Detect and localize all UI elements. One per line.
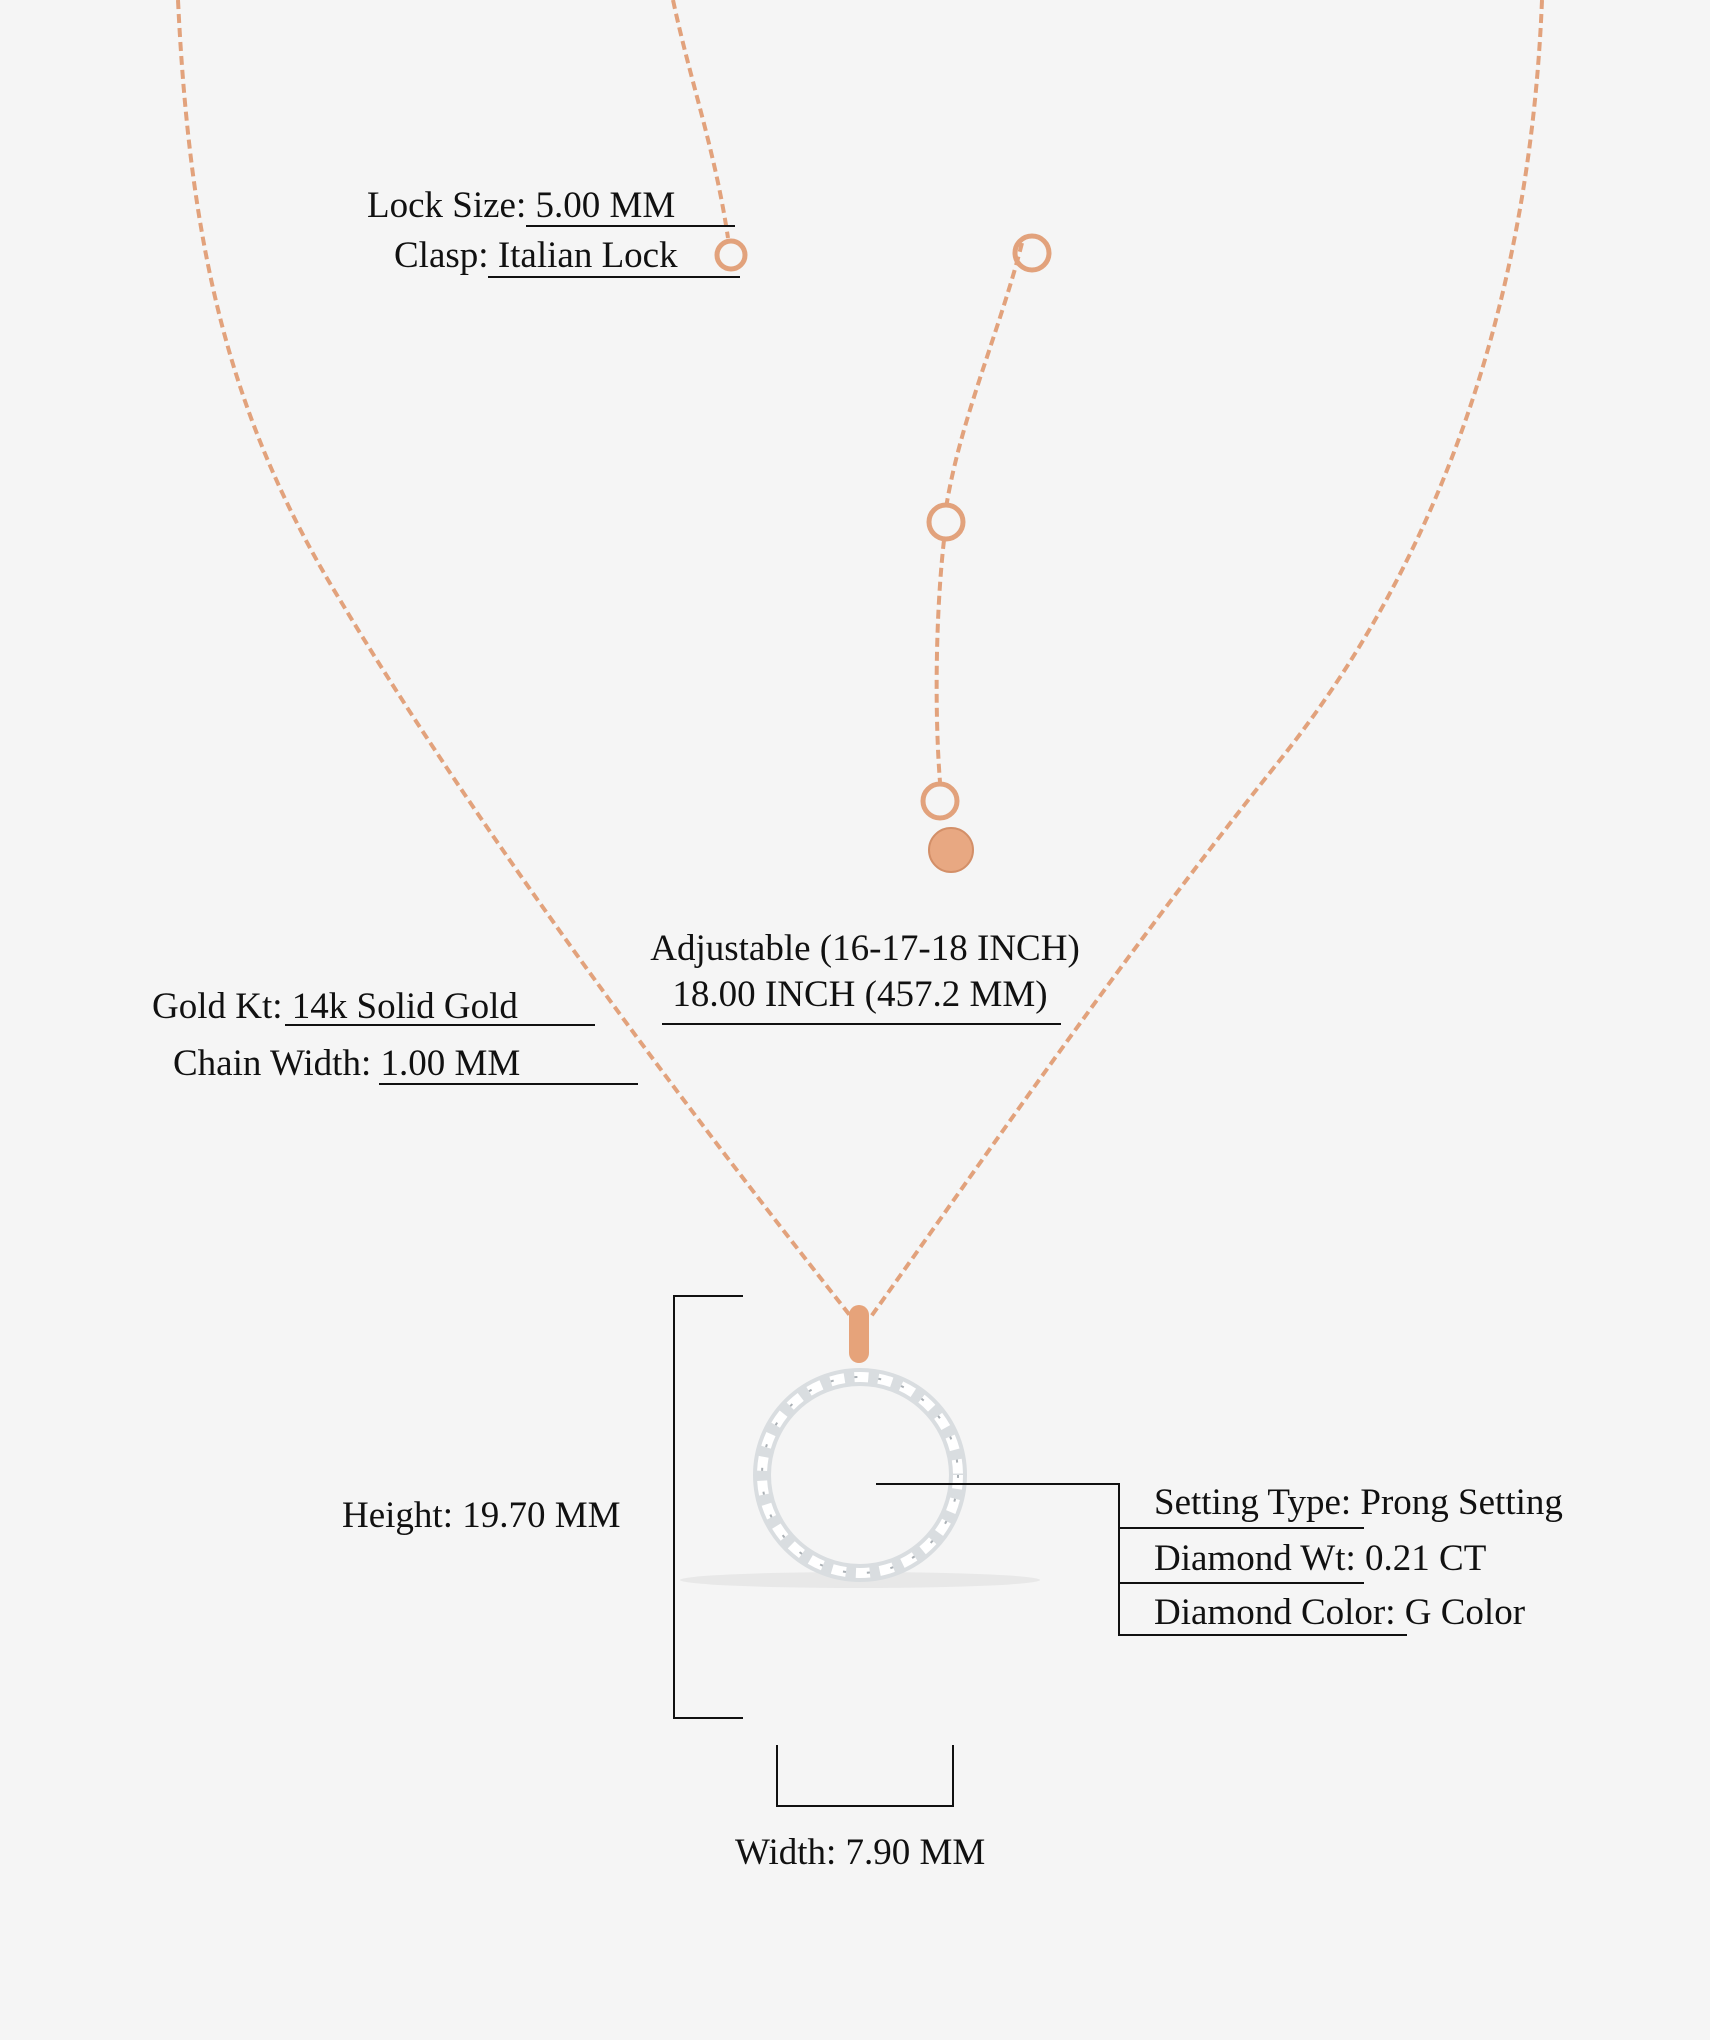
gold-kt-label: Gold Kt: bbox=[152, 986, 283, 1027]
width-spec: Width: 7.90 MM bbox=[735, 1834, 985, 1871]
height-label: Height: bbox=[342, 1495, 453, 1536]
adjustable-length: Adjustable (16-17-18 INCH) bbox=[650, 928, 1080, 969]
chain-width-value: 1.00 MM bbox=[380, 1043, 521, 1084]
width-label: Width: bbox=[735, 1832, 837, 1873]
extension-ring-mid bbox=[926, 502, 966, 542]
chain-width-spec: Chain Width: 1.00 MM bbox=[173, 1045, 520, 1082]
pendant bbox=[680, 1305, 1040, 1588]
chain-width-label: Chain Width: bbox=[173, 1043, 372, 1084]
extension-ball bbox=[928, 827, 974, 873]
clasp-spec: Clasp: Italian Lock bbox=[394, 237, 678, 274]
lock-size-label: Lock Size: bbox=[367, 185, 527, 226]
length-value: 18.00 INCH (457.2 MM) bbox=[672, 974, 1048, 1015]
lock-size-value: 5.00 MM bbox=[535, 185, 676, 226]
chain-clasp-side bbox=[671, 0, 730, 239]
height-value: 19.70 MM bbox=[462, 1495, 621, 1536]
clasp-label: Clasp: bbox=[394, 235, 489, 276]
rings bbox=[714, 233, 1052, 821]
extension-ring-bottom bbox=[920, 781, 960, 821]
extension-ring-top bbox=[1012, 233, 1052, 273]
chain-right bbox=[868, 0, 1544, 1320]
setting-type-value: Prong Setting bbox=[1360, 1482, 1563, 1523]
diamond-wt-value: 0.21 CT bbox=[1365, 1538, 1487, 1579]
width-value: 7.90 MM bbox=[845, 1832, 986, 1873]
clasp-ring bbox=[714, 238, 748, 272]
lock-size-spec: Lock Size: 5.00 MM bbox=[367, 187, 675, 224]
diamond-wt-label: Diamond Wt: bbox=[1154, 1538, 1356, 1579]
clasp-value: Italian Lock bbox=[497, 235, 678, 276]
chain bbox=[176, 0, 1544, 1320]
diamond-color-value: G Color bbox=[1404, 1592, 1526, 1633]
diamond-color-spec: Diamond Color: G Color bbox=[1154, 1594, 1525, 1631]
diamond-wt-spec: Diamond Wt: 0.21 CT bbox=[1154, 1540, 1486, 1577]
extension-chain bbox=[934, 242, 1024, 783]
gold-kt-spec: Gold Kt: 14k Solid Gold bbox=[152, 988, 518, 1025]
diamond-color-label: Diamond Color: bbox=[1154, 1592, 1396, 1633]
dimension-lines bbox=[285, 225, 1407, 1807]
height-spec: Height: 19.70 MM bbox=[342, 1497, 621, 1534]
setting-type-label: Setting Type: bbox=[1154, 1482, 1352, 1523]
setting-type-spec: Setting Type: Prong Setting bbox=[1154, 1484, 1563, 1521]
chain-left bbox=[176, 0, 854, 1320]
gold-kt-value: 14k Solid Gold bbox=[291, 986, 518, 1027]
